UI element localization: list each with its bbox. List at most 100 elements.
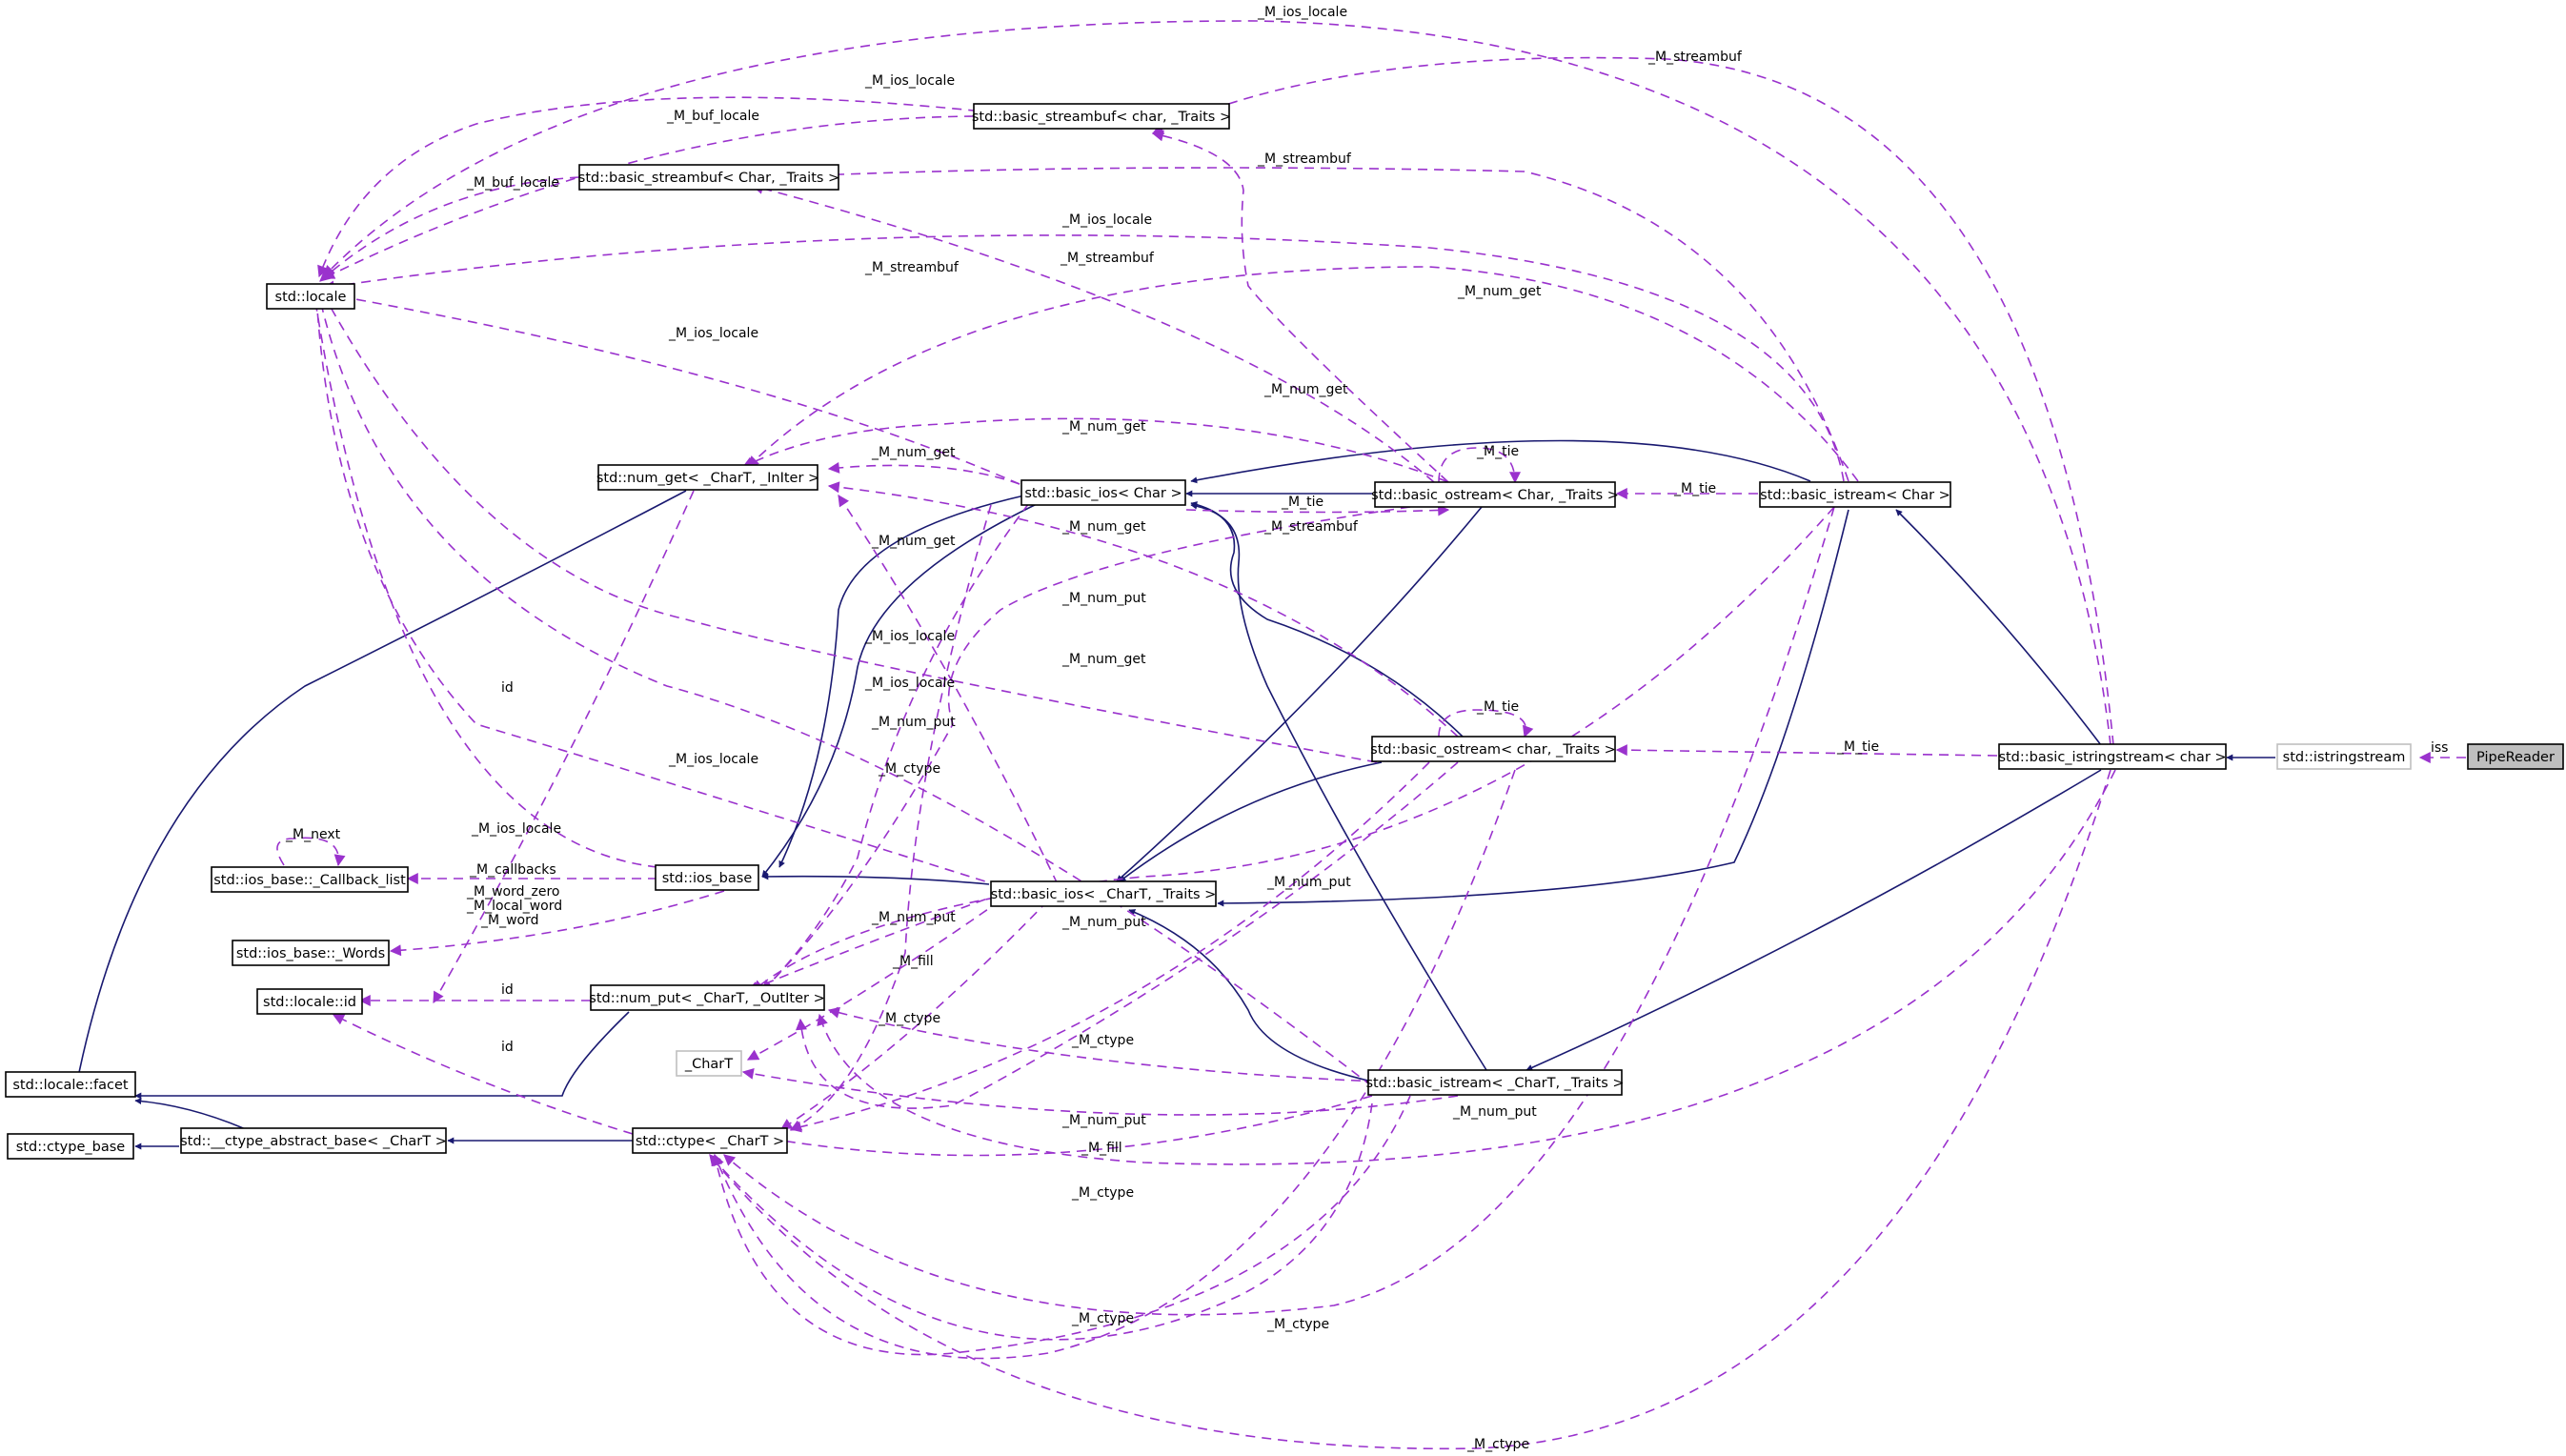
edge-num-put-inherits-facet [134, 1011, 630, 1100]
nodes: PipeReader std::istringstream std::basic… [5, 103, 2564, 1160]
edge-ctype-from-basic-ios-char [789, 504, 992, 1131]
edge-label-num-put-1: _M_num_put [1061, 591, 1146, 606]
svg-text:std::num_put< _CharT, _OutIter: std::num_put< _CharT, _OutIter > [589, 991, 824, 1006]
node-num-put[interactable]: std::num_put< _CharT, _OutIter > [589, 984, 825, 1011]
edge-streambuf-Char-from-istream [789, 167, 1849, 482]
edge-label-ctype-7: _M_ctype [1466, 1437, 1529, 1452]
node-basic-ostream-char-traits[interactable]: std::basic_ostream< char, _Traits > [1370, 736, 1616, 762]
edge-basic-ios-char-tie-ostream-Char [1185, 504, 1450, 516]
edge-streambuf-Char-from-basic-ios [751, 182, 1435, 483]
edge-label-num-put-4: _M_num_put [871, 910, 956, 925]
node-basic-streambuf-char-traits[interactable]: std::basic_streambuf< char, _Traits > [972, 103, 1231, 130]
svg-text:std::basic_ostream< char, _Tra: std::basic_ostream< char, _Traits > [1370, 742, 1616, 758]
edge-ostream-Char-tie-self [1438, 447, 1521, 484]
edge-label-num-get-6: _M_num_get [871, 534, 956, 549]
node-basic-istream-CharT-traits[interactable]: std::basic_istream< _CharT, _Traits > [1365, 1069, 1625, 1096]
node-locale-id[interactable]: std::locale::id [256, 988, 363, 1015]
edge-num-get-inherits-facet [73, 490, 687, 1087]
edge-label-num-get-7: _M_num_get [1061, 652, 1146, 667]
edge-label-buf-locale-2: _M_buf_locale [466, 175, 559, 191]
edge-num-put-from-istream-char [752, 506, 1835, 992]
edge-basic-istringstream-tie-ostream-char [1615, 744, 1998, 757]
edge-label-ios-locale-2: _M_ios_locale [864, 73, 955, 89]
edge-label-ios-locale-top: _M_ios_locale [1257, 5, 1347, 20]
edge-label-tie-2: _M_tie [1673, 481, 1716, 496]
edge-ios-locale-from-basic-ios-chart [311, 293, 1001, 887]
edge-label-num-get-4: _M_num_get [871, 445, 956, 460]
edge-ctype-bottom-4 [709, 769, 2111, 1450]
node-basic-ostream-Char-traits[interactable]: std::basic_ostream< Char, _Traits > [1371, 481, 1619, 508]
edge-label-ios-locale-7: _M_ios_locale [668, 752, 758, 767]
svg-text:std::basic_ostream< Char, _Tra: std::basic_ostream< Char, _Traits > [1371, 488, 1619, 503]
edge-chart-fill-2 [741, 1067, 1459, 1116]
edge-ctype-bottom-3 [723, 506, 1835, 1316]
edge-ios-locale-2 [317, 96, 1011, 278]
node-std-locale[interactable]: std::locale [266, 283, 355, 310]
edge-words [389, 890, 725, 957]
node-basic-streambuf-Char-traits[interactable]: std::basic_streambuf< Char, _Traits > [578, 164, 839, 191]
node-istringstream[interactable]: std::istringstream [2276, 743, 2412, 770]
edge-label-tie-5: _M_tie [1836, 739, 1879, 755]
edge-ctype-from-istream-chart [741, 1095, 1373, 1157]
node-callback-list[interactable]: std::ios_base::_Callback_list [211, 866, 409, 893]
node-words[interactable]: std::ios_base::_Words [232, 940, 390, 966]
edge-ostream-char-inherits-basic-ios-chart [1119, 761, 1383, 882]
edge-id-ctype [332, 1014, 634, 1135]
svg-text:std::locale: std::locale [275, 290, 347, 305]
edge-ios-locale-from-ios-base [310, 293, 658, 868]
edge-ctype-from-ostream-char [789, 761, 1430, 1133]
node-chart[interactable]: _CharT [676, 1050, 742, 1077]
node-ctype[interactable]: std::ctype< _CharT > [632, 1127, 788, 1154]
edge-ctype-abstract-inherits-facet [134, 1098, 249, 1131]
edge-streambuf-char-from-istringstream [1151, 56, 2114, 746]
svg-text:std::num_get< _CharT, _InIter: std::num_get< _CharT, _InIter > [596, 471, 819, 486]
edge-istream-chart-inherits-basic-ios-char [1190, 502, 1487, 1071]
edge-ctype-bottom-5 [709, 1102, 1373, 1341]
svg-text:std::basic_streambuf< char, _T: std::basic_streambuf< char, _Traits > [972, 110, 1231, 125]
edge-label-streambuf-top: _M_streambuf [1647, 50, 1743, 65]
node-basic-ios-CharT-traits[interactable]: std::basic_ios< _CharT, _Traits > [990, 880, 1217, 907]
edge-ostream-char-tie-self [1438, 709, 1534, 738]
edge-label-num-put-6: _M_num_put [1061, 1113, 1146, 1128]
svg-text:std::ctype< _CharT >: std::ctype< _CharT > [636, 1134, 784, 1149]
edge-label-num-put-5: _M_num_put [1061, 915, 1146, 930]
edge-ios-locale-top [323, 20, 2111, 746]
node-num-get[interactable]: std::num_get< _CharT, _InIter > [596, 464, 819, 491]
edge-label-ios-locale-8: _M_ios_locale [471, 821, 561, 837]
edge-num-get-from-ostream [741, 417, 1449, 483]
node-basic-istream-char[interactable]: std::basic_istream< Char > [1759, 481, 1951, 508]
edge-id-num-get [433, 490, 695, 1004]
svg-text:std::basic_istream< _CharT, _T: std::basic_istream< _CharT, _Traits > [1365, 1076, 1624, 1091]
edge-label-tie-3: _M_tie [1281, 495, 1323, 510]
edge-ctype-bottom-1 [711, 1095, 1411, 1356]
edge-num-get-from-ostream-char [827, 481, 1459, 738]
node-ctype-abstract-base[interactable]: std::__ctype_abstract_base< _CharT > [180, 1127, 447, 1154]
edge-label-tie-1: _M_tie [1476, 444, 1519, 459]
node-pipereader[interactable]: PipeReader [2467, 743, 2564, 770]
edge-label-streambuf-5: _M_streambuf [1263, 519, 1359, 535]
svg-text:std::__ctype_abstract_base< _C: std::__ctype_abstract_base< _CharT > [180, 1134, 447, 1149]
edge-label-num-put-7: _M_num_put [1452, 1104, 1537, 1120]
edge-ctype-from-basic-ios-chart [779, 900, 1049, 1130]
node-ctype-base[interactable]: std::ctype_base [7, 1133, 134, 1160]
edge-label-fill-1: _M_fill [892, 954, 934, 969]
edge-label-streambuf-2: _M_streambuf [1257, 152, 1352, 167]
node-basic-ios-Char[interactable]: std::basic_ios< Char > [1020, 479, 1186, 506]
edge-label-ctype-6: _M_ctype [1266, 1317, 1329, 1332]
svg-text:std::basic_streambuf< Char, _T: std::basic_streambuf< Char, _Traits > [578, 171, 839, 186]
node-basic-istringstream-char[interactable]: std::basic_istringstream< char > [1998, 743, 2227, 770]
edge-label-ctype-1: _M_ctype [878, 761, 940, 777]
node-ios-base[interactable]: std::ios_base [655, 864, 759, 891]
svg-text:PipeReader: PipeReader [2476, 750, 2555, 765]
edge-basic-ios-chart-inherits-ios-base [761, 873, 990, 885]
edge-basic-istringstream-inherits-basic-istream-chart [1525, 769, 2102, 1071]
edge-num-put-bottom [817, 769, 2116, 1165]
edge-streambuf-char-from-ostream [1151, 130, 1449, 483]
svg-text:std::basic_istream< Char >: std::basic_istream< Char > [1760, 488, 1950, 503]
node-locale-facet[interactable]: std::locale::facet [5, 1071, 136, 1098]
edge-label-num-get-2: _M_num_get [1263, 382, 1348, 397]
svg-text:_CharT: _CharT [684, 1057, 733, 1072]
edge-ios-locale-from-ostream-char [323, 293, 1378, 763]
edge-label-word: _M_word [480, 913, 539, 928]
svg-text:std::ios_base::_Words: std::ios_base::_Words [236, 946, 385, 961]
